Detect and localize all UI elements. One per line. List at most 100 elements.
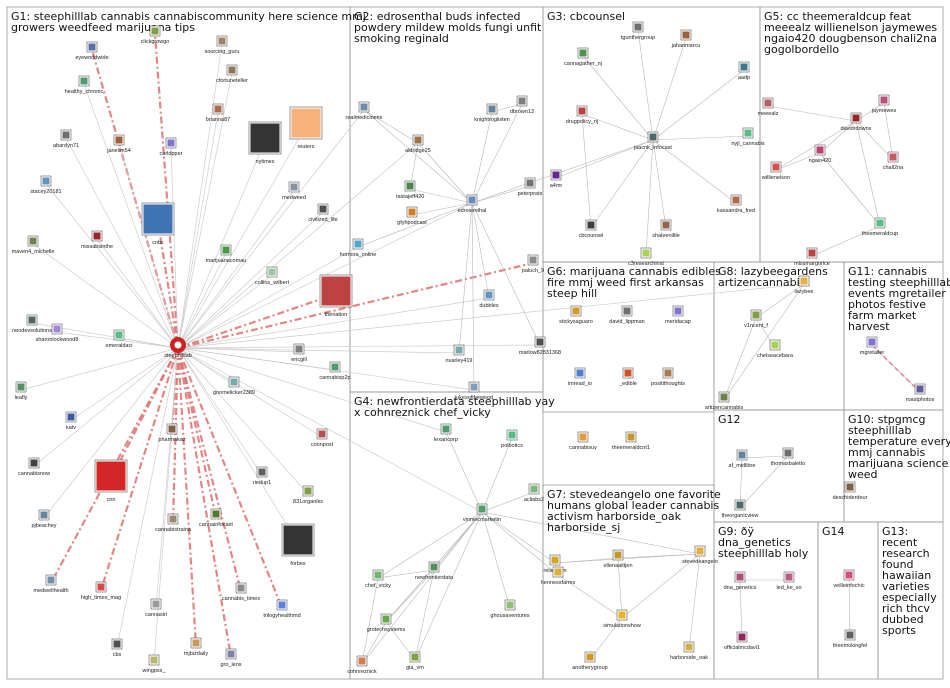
node-officialmcdavi1[interactable]: officialmcdavi1 bbox=[724, 631, 760, 651]
node-davidrdowns[interactable]: davidrdowns bbox=[841, 112, 872, 132]
node-sharonlockwood8[interactable]: sharonlockwood8 bbox=[36, 323, 79, 343]
node-reuters[interactable]: reuters bbox=[289, 106, 323, 150]
node-af_midlibre[interactable]: af_midlibre bbox=[729, 449, 756, 469]
node-jaymewes[interactable]: jaymewes bbox=[871, 94, 897, 114]
node-cannagather_nj[interactable]: cannagather_nj bbox=[564, 47, 602, 67]
node-leafly[interactable]: leafly bbox=[15, 381, 28, 401]
node-theemeraldcnt1[interactable]: theemeraldcnt1 bbox=[612, 431, 650, 451]
node-healthy_chronic[interactable]: healthy_chronic bbox=[65, 75, 104, 95]
node-civilized_life[interactable]: civilized_life bbox=[308, 203, 338, 223]
node-cannabistraina[interactable]: cannabistraina bbox=[155, 513, 192, 533]
node-marijuanacomau[interactable]: marijuanacomau bbox=[206, 244, 247, 264]
node-abardyn71[interactable]: abardyn71 bbox=[53, 129, 79, 149]
node-cbcounsel[interactable]: cbcounsel bbox=[579, 219, 604, 239]
node-paluch_9[interactable]: paluch_9 bbox=[522, 254, 544, 274]
node-deschiderdeur[interactable]: deschiderdeur bbox=[833, 481, 868, 501]
node-brianna87[interactable]: brianna87 bbox=[206, 103, 230, 123]
node-vinniecmarketin[interactable]: vinniecmarketin bbox=[463, 503, 501, 523]
node-jaacnk_infocast[interactable]: jaacnk_infocast bbox=[633, 131, 672, 151]
node-theorganicview[interactable]: theorganicview bbox=[722, 499, 759, 519]
node-gnomelicker2389[interactable]: gnomelicker2389 bbox=[213, 376, 255, 396]
node-cnbc[interactable]: cnbc bbox=[141, 202, 175, 246]
node-edrosenthal[interactable]: edrosenthal bbox=[458, 194, 487, 214]
node-chef_vicky[interactable]: chef_vicky bbox=[365, 569, 391, 589]
node-collins_wilbert[interactable]: collins_wilbert bbox=[255, 266, 290, 286]
node-stacey20181[interactable]: stacey20181 bbox=[30, 175, 62, 195]
node-thenation[interactable]: thenation bbox=[319, 274, 353, 318]
node-stevedeangelo[interactable]: stevedeangelo bbox=[682, 545, 718, 565]
node-peterprats[interactable]: peterprats bbox=[518, 177, 543, 197]
node-pjbeachey[interactable]: pjbeachey bbox=[31, 509, 57, 529]
node-willienelson[interactable]: willienelson bbox=[761, 161, 790, 181]
node-trilogyhealthmd[interactable]: trilogyhealthmd bbox=[263, 599, 301, 619]
node-simulationshow[interactable]: simulationshow bbox=[603, 609, 641, 629]
node-medweed[interactable]: medweed bbox=[282, 181, 306, 201]
node-aldridge25[interactable]: aldridge25 bbox=[405, 134, 431, 154]
node-katv[interactable]: katv bbox=[65, 411, 77, 431]
node-harborside_oak[interactable]: harborside_oak bbox=[670, 641, 708, 661]
node-chelseacebara[interactable]: chelseacebara bbox=[757, 339, 794, 359]
node-realmedicinemi[interactable]: realmedicinemi bbox=[346, 101, 383, 121]
node-ellenaalitjen[interactable]: ellenaalitjen bbox=[603, 549, 633, 569]
node-chali2na[interactable]: chali2na bbox=[883, 151, 904, 171]
node-cannabisuy[interactable]: cannabisuy bbox=[569, 431, 597, 451]
node-newfrontierdata[interactable]: newfrontierdata bbox=[415, 561, 454, 581]
node-forbes[interactable]: forbes bbox=[281, 523, 315, 567]
node-roastphotos[interactable]: roastphotos bbox=[906, 383, 935, 403]
node-shaleeniltle[interactable]: shaleeniltle bbox=[652, 219, 680, 239]
node-lexaricorp[interactable]: lexaricorp bbox=[434, 423, 458, 443]
node-knightroglisten[interactable]: knightroglisten bbox=[474, 103, 510, 123]
node-mgretailer[interactable]: mgretailer bbox=[860, 336, 885, 356]
node-jahanmarcu[interactable]: jahanmarcu bbox=[671, 29, 701, 49]
node-grotechsystems[interactable]: grotechsystems bbox=[367, 613, 406, 633]
node-gro_lens[interactable]: gro_lens bbox=[220, 648, 242, 668]
node-clickgrowgo[interactable]: clickgrowgo bbox=[141, 25, 170, 45]
node-nytimes[interactable]: nytimes bbox=[248, 121, 282, 165]
node-cfortuneteller[interactable]: cfortuneteller bbox=[216, 64, 248, 84]
node-imread_io[interactable]: imread_io bbox=[568, 367, 592, 387]
node-anotherygroup[interactable]: anotherygroup bbox=[572, 651, 608, 671]
node-meridacap[interactable]: meridacap bbox=[665, 305, 691, 325]
node-jukesofthewood[interactable]: jukesofthewood bbox=[454, 381, 493, 401]
node-cnn[interactable]: cnn bbox=[94, 459, 128, 503]
node-a4mr[interactable]: a4mr bbox=[550, 169, 563, 189]
node-veilleinfochic[interactable]: veilleinfochic bbox=[833, 569, 865, 589]
node-theemeraldcup[interactable]: theemeraldcup bbox=[862, 217, 898, 237]
node-led_ke_so[interactable]: led_ke_so bbox=[776, 571, 802, 591]
node-drugpolicy_nj[interactable]: drugpolicy_nj bbox=[566, 105, 598, 125]
node-cannabisp2p[interactable]: cannabisp2p bbox=[319, 361, 351, 381]
node-831organiks[interactable]: 831organiks bbox=[293, 485, 323, 505]
node-steephilllab[interactable]: steephilllab bbox=[164, 337, 192, 359]
node-ericgill[interactable]: ericgill bbox=[291, 343, 307, 363]
node-emeraldaci[interactable]: emeraldaci bbox=[106, 329, 133, 349]
node-janelim54[interactable]: janelim54 bbox=[106, 134, 131, 154]
node-aadp[interactable]: aadp bbox=[738, 61, 750, 81]
node-acliabs2[interactable]: acliabs2 bbox=[524, 483, 544, 503]
node-nyjl_cannabis[interactable]: nyjl_cannabis bbox=[731, 127, 765, 147]
node-dbrown13[interactable]: dbrown13 bbox=[510, 95, 534, 115]
node-ngaio420[interactable]: ngaio420 bbox=[809, 144, 832, 164]
node-mjbizdaily[interactable]: mjbizdaily bbox=[184, 637, 208, 657]
node-c3researchinst[interactable]: c3researchinst bbox=[628, 247, 664, 267]
node-cannabisnow[interactable]: cannabisnow bbox=[18, 457, 50, 477]
node-thomasbaletto[interactable]: thomasbaletto bbox=[771, 447, 806, 467]
node-pharmakaz[interactable]: pharmakaz bbox=[158, 423, 186, 443]
node-artizencannabis[interactable]: artizencannabis bbox=[705, 391, 744, 411]
node-hennessfarms[interactable]: hennessfarms bbox=[541, 566, 576, 586]
node-marlow82831368[interactable]: marlow82831368 bbox=[519, 336, 561, 356]
node-kassandra_fred[interactable]: kassandra_fred bbox=[717, 194, 755, 214]
node-medwellhealth[interactable]: medwellhealth bbox=[33, 574, 69, 594]
node-_edible[interactable]: _edible bbox=[618, 367, 637, 387]
node-eyeworldwide[interactable]: eyeworldwide bbox=[75, 41, 109, 61]
node-maven4_michelle[interactable]: maven4_michelle bbox=[12, 235, 55, 255]
node-dna_genetics[interactable]: dna_genetics bbox=[724, 571, 757, 591]
node-cannainfocast[interactable]: cannainfocast bbox=[199, 508, 233, 528]
node-cannasiri[interactable]: cannasiri bbox=[145, 598, 167, 618]
node-carldpper[interactable]: carldpper bbox=[160, 137, 183, 157]
node-meeealz[interactable]: meeealz bbox=[758, 97, 779, 117]
node-connpost[interactable]: connpost bbox=[311, 428, 334, 448]
node-sourcing_guru[interactable]: sourcing_guru bbox=[205, 35, 240, 55]
node-gia_vm[interactable]: gia_vm bbox=[406, 651, 424, 671]
node-cohnreznick[interactable]: cohnreznick bbox=[347, 655, 377, 675]
node-lazybee[interactable]: lazybee bbox=[795, 275, 814, 295]
